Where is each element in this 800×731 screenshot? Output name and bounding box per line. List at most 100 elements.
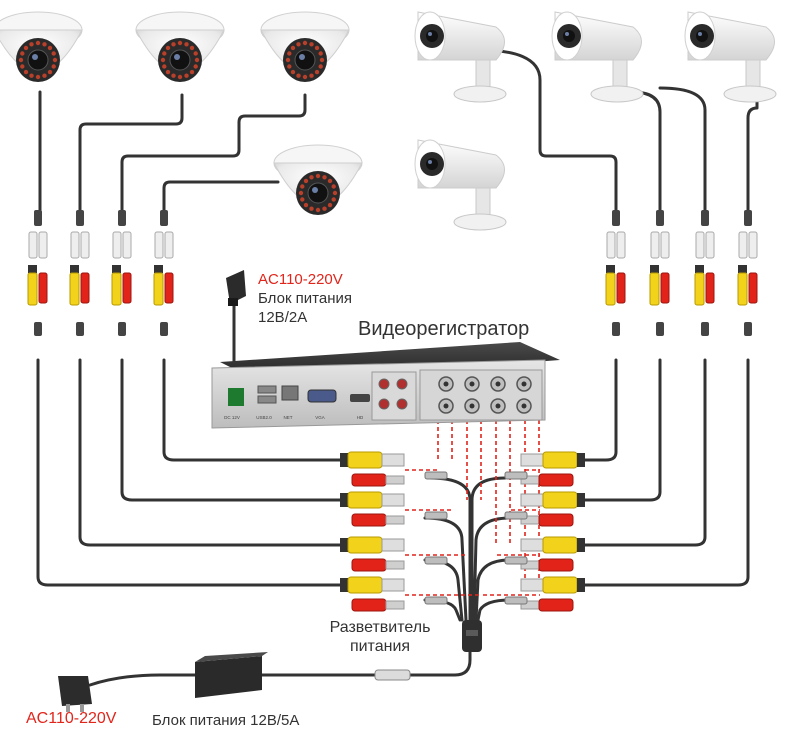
bnc-ring — [606, 265, 615, 273]
dc-plug-icon — [424, 556, 448, 565]
camera-cable-return — [162, 358, 342, 462]
bullet-bracket — [475, 187, 491, 219]
power-plug — [351, 558, 387, 572]
bullet-bracket — [475, 59, 491, 91]
bnc-connector-icon — [695, 231, 705, 259]
splitter-row-connectors — [520, 491, 585, 527]
ir-led — [29, 73, 34, 78]
bullet-camera-icon — [551, 11, 644, 103]
ir-led — [162, 64, 167, 69]
bnc-ring — [340, 538, 348, 552]
cable-sleeve — [744, 322, 752, 336]
ir-led — [290, 69, 296, 75]
cable-sleeve — [160, 210, 168, 226]
bnc-ring — [650, 265, 659, 273]
dvr-port-label: VGA — [315, 415, 325, 420]
dome-lens — [169, 49, 191, 71]
splitter-output-cable — [408, 648, 472, 677]
splitter-label-line2: питания — [349, 638, 411, 655]
dome-lens — [294, 49, 316, 71]
cable-sleeve — [656, 210, 664, 226]
vga-port — [307, 389, 337, 403]
bnc-ring — [340, 453, 348, 467]
audio-panel — [371, 371, 417, 421]
bnc-ring — [577, 578, 585, 592]
dvr-port-label: DC 12V — [224, 415, 240, 420]
bnc-ring — [28, 265, 37, 273]
dc-plug-icon — [660, 231, 670, 259]
camera-cable — [120, 93, 307, 212]
ir-led — [287, 51, 292, 56]
bnc-pin — [469, 381, 475, 387]
ir-led — [287, 64, 292, 69]
splitter-row-connectors — [340, 576, 405, 612]
ir-led — [184, 73, 189, 78]
power-plug — [538, 558, 574, 572]
video-plug — [542, 491, 578, 509]
bnc-connector-icon — [606, 231, 616, 259]
ir-led — [51, 51, 56, 56]
ir-led — [302, 74, 308, 80]
ir-led — [331, 197, 336, 202]
camera-connector-pair — [27, 210, 48, 336]
dome-lens — [27, 49, 49, 71]
camera-connector-pair — [694, 210, 715, 336]
video-plug — [347, 451, 383, 469]
adapter-top — [195, 652, 268, 662]
bnc-connector-icon — [381, 578, 405, 592]
dvr-port-label: USB2.0 — [256, 415, 272, 420]
dc-plug-icon — [424, 596, 448, 605]
ir-led — [309, 175, 314, 180]
ir-led — [331, 184, 336, 189]
dvr-psu-rating-label: 12В/2А — [258, 309, 308, 326]
video-plug — [694, 272, 705, 306]
ir-led — [189, 45, 195, 51]
power-plug — [660, 272, 670, 304]
camera-cable — [78, 93, 184, 212]
camera-connector-pair — [69, 210, 90, 336]
splitter-row-connectors — [340, 451, 405, 487]
splitter-row-connectors — [520, 536, 585, 572]
ir-led — [23, 45, 29, 51]
power-plug — [164, 272, 174, 304]
lens-glint — [565, 32, 569, 36]
ir-led — [327, 202, 333, 208]
ir-led — [318, 64, 323, 69]
ir-led — [165, 45, 171, 51]
bnc-connector-icon — [520, 453, 544, 467]
ir-led — [162, 51, 167, 56]
lens-glint — [698, 32, 702, 36]
lens-glint — [428, 160, 432, 164]
ir-led — [303, 178, 309, 184]
bnc-connector-icon — [381, 453, 405, 467]
camera-cable-return — [120, 358, 342, 502]
cable-sleeve — [612, 322, 620, 336]
ir-led — [47, 45, 53, 51]
splitter-row-connectors — [340, 491, 405, 527]
video-plug — [649, 272, 660, 306]
wall-plug-icon — [226, 270, 246, 306]
ir-led — [193, 51, 198, 56]
splitter-band — [466, 630, 478, 636]
bullet-lens — [696, 30, 708, 42]
usb-port — [257, 385, 277, 394]
bnc-ring — [577, 538, 585, 552]
bullet-bracket — [745, 59, 761, 91]
power-plug — [351, 473, 387, 487]
bnc-ring — [70, 265, 79, 273]
cable-sleeve — [701, 210, 709, 226]
camera-connector-pair — [153, 210, 174, 336]
bullet-camera-icon — [414, 11, 507, 103]
bullet-mount — [723, 85, 777, 103]
ir-led — [290, 45, 296, 51]
lens-glint — [428, 32, 432, 36]
video-plug — [27, 272, 38, 306]
camera-cable-return — [78, 358, 342, 547]
bnc-ring — [154, 265, 163, 273]
bnc-pin — [443, 403, 449, 409]
ir-led — [318, 51, 323, 56]
main-psu-label: Блок питания 12В/5А — [152, 712, 300, 729]
power-plug — [538, 513, 574, 527]
ir-led — [35, 40, 41, 46]
video-plug — [111, 272, 122, 306]
